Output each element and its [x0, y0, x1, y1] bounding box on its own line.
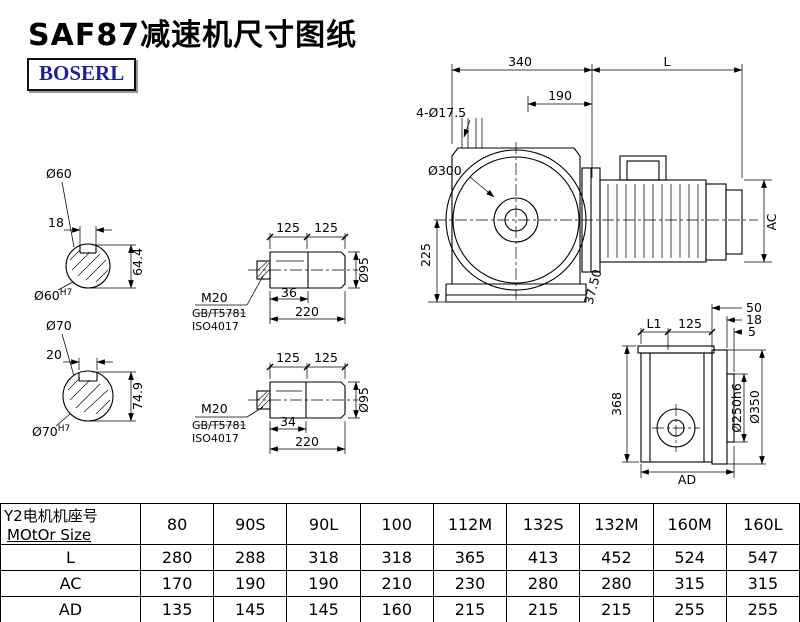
reducer-front-view: [428, 64, 772, 303]
dim-50: 50: [746, 300, 762, 315]
row-label: L: [0, 544, 141, 571]
table-cell: 288: [213, 544, 288, 571]
dim-190: 190: [548, 88, 572, 103]
table-col-header: 80: [139, 503, 215, 545]
dim-bot-std-gb: GB/T5781: [192, 419, 247, 432]
dim-top-dia95: Ø95: [356, 257, 371, 283]
table-cell: 190: [286, 570, 361, 597]
dim-shaft70-fit: Ø70H7: [32, 424, 70, 439]
dim-bot-34: 34: [280, 414, 296, 429]
table-col-header: 90L: [286, 503, 361, 545]
table-cell: 315: [725, 570, 800, 597]
dim-shaft70-key-width: 20: [46, 347, 62, 362]
dim-shaft70-diameter: Ø70: [46, 318, 72, 333]
dim-L: L: [664, 54, 671, 69]
dim-holes: 4-Ø17.5: [416, 105, 466, 120]
dim-18: 18: [746, 312, 762, 327]
table-row-L: L 280 288 318 318 365 413 452 524 547: [0, 544, 800, 571]
dim-L1: L1: [647, 316, 662, 331]
table-header-motor-size: Y2电机机座号 MOtOr Size: [0, 503, 141, 545]
table-col-header: 112M: [432, 503, 508, 545]
header-cn: Y2电机机座号: [4, 506, 98, 525]
dim-shaft70-key-height: 74.9: [130, 382, 145, 410]
shaft-side-view-top: [195, 233, 360, 324]
table-cell: 452: [579, 544, 654, 571]
dim-bot-220: 220: [295, 434, 319, 449]
dim-shaft60-key-height: 64.4: [130, 248, 145, 276]
table-cell: 230: [432, 570, 508, 597]
dim-top-36: 36: [281, 285, 297, 300]
dimension-table: Y2电机机座号 MOtOr Size 80 90S 90L 100 112M 1…: [0, 503, 800, 622]
brand-logo: BOSERL: [27, 58, 137, 91]
dim-AC: AC: [764, 213, 779, 230]
table-col-header: 160M: [652, 503, 727, 545]
table-cell: 255: [652, 596, 727, 622]
table-cell: 170: [139, 570, 215, 597]
table-cell: 365: [432, 544, 508, 571]
header-en: MOtOr Size: [7, 525, 92, 544]
dim-225: 225: [418, 243, 433, 267]
table-header-row: Y2电机机座号 MOtOr Size 80 90S 90L 100 112M 1…: [0, 503, 800, 545]
table-row-AC: AC 170 190 190 210 230 280 280 315 315: [0, 570, 800, 597]
dim-340: 340: [508, 54, 532, 69]
table-cell: 135: [139, 596, 215, 622]
table-cell: 210: [359, 570, 434, 597]
dim-dia300: Ø300: [428, 163, 462, 178]
dim-5: 5: [748, 324, 756, 339]
table-cell: 215: [579, 596, 654, 622]
table-cell: 524: [652, 544, 727, 571]
dim-AD: AD: [678, 472, 696, 487]
dim-top-std-gb: GB/T5781: [192, 307, 247, 320]
table-cell: 190: [213, 570, 288, 597]
dim-shaft60-key-width: 18: [48, 215, 64, 230]
table-cell: 215: [432, 596, 508, 622]
dim-dia350: Ø350: [747, 390, 762, 424]
table-cell: 547: [725, 544, 800, 571]
row-label: AC: [0, 570, 141, 597]
table-cell: 315: [652, 570, 727, 597]
dim-shaft60-fit: Ø60H7: [34, 288, 72, 303]
dim-bot-std-iso: ISO4017: [192, 432, 239, 445]
dim-bot-125a: 125: [276, 350, 300, 365]
table-col-header: 160L: [725, 503, 800, 545]
table-col-header: 132M: [579, 503, 654, 545]
page-title: SAF87减速机尺寸图纸: [28, 18, 358, 53]
table-cell: 318: [286, 544, 361, 571]
row-label: AD: [0, 596, 141, 622]
dim-37-50: 37.50: [581, 268, 605, 306]
dim-bot-dia95: Ø95: [356, 387, 371, 413]
dim-top-125a: 125: [276, 220, 300, 235]
dim-dia250h6: Ø250h6: [729, 383, 744, 433]
dim-top-bolt: M20: [201, 290, 228, 305]
dim-368: 368: [609, 392, 624, 416]
table-cell: 255: [725, 596, 800, 622]
dim-top-std-iso: ISO4017: [192, 320, 239, 333]
table-cell: 413: [506, 544, 581, 571]
table-cell: 145: [286, 596, 361, 622]
shaft-side-view-bottom: [195, 363, 360, 454]
dim-side-125: 125: [678, 316, 702, 331]
table-cell: 318: [359, 544, 434, 571]
dim-shaft60-diameter: Ø60: [46, 166, 72, 181]
table-cell: 145: [213, 596, 288, 622]
shaft-end-view-70: [55, 333, 136, 427]
dim-bot-125b: 125: [314, 350, 338, 365]
table-col-header: 100: [359, 503, 434, 545]
reducer-side-view: [622, 304, 766, 478]
table-cell: 280: [139, 544, 215, 571]
shaft-end-view-60: [57, 181, 136, 291]
table-cell: 215: [506, 596, 581, 622]
table-cell: 280: [579, 570, 654, 597]
technical-drawing: Ø60 18 64.4 Ø60H7 Ø70 20 74.9: [32, 54, 779, 487]
dim-top-220: 220: [295, 304, 319, 319]
dim-top-125b: 125: [314, 220, 338, 235]
dim-bot-bolt: M20: [201, 401, 228, 416]
table-col-header: 132S: [506, 503, 581, 545]
table-row-AD: AD 135 145 145 160 215 215 215 255 255: [0, 596, 800, 622]
table-cell: 160: [359, 596, 434, 622]
table-cell: 280: [506, 570, 581, 597]
table-col-header: 90S: [213, 503, 288, 545]
